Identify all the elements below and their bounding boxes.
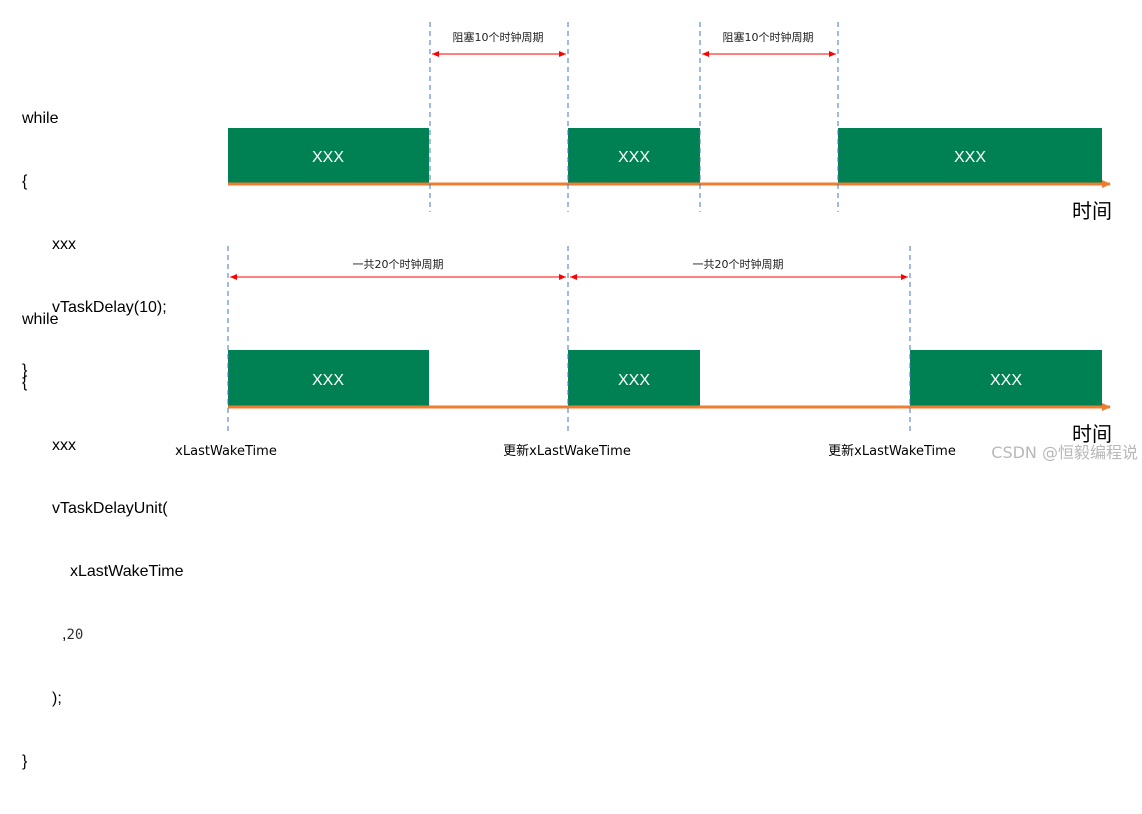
task-block	[910, 350, 1102, 406]
task-block	[228, 350, 429, 406]
task-label: XXX	[618, 149, 650, 166]
code-line: }	[22, 362, 28, 379]
bottom-panel: XXX XXX XXX 一共20个时钟周期 一共20个时钟周期 xLastWak…	[175, 246, 1112, 459]
code-line: ,20	[22, 624, 184, 646]
axis-label: 时间	[1072, 199, 1112, 223]
task-label: XXX	[618, 372, 650, 389]
time-label: xLastWakeTime	[175, 444, 277, 459]
diagram: while { xxx vTaskDelay(10); } while { xx…	[22, 22, 1138, 770]
interval-label: 一共20个时钟周期	[693, 257, 784, 271]
task-block	[568, 350, 700, 406]
interval-label: 阻塞10个时钟周期	[453, 30, 544, 44]
code-line: }	[22, 753, 28, 770]
top-panel: XXX XXX XXX 阻塞10个时钟周期 阻塞10个时钟周期 时间	[228, 22, 1112, 223]
task-label: XXX	[954, 149, 986, 166]
code-line: xxx	[52, 437, 76, 454]
task-label: XXX	[990, 372, 1022, 389]
code-line: xxx	[52, 236, 76, 253]
top-code-block: while { xxx vTaskDelay(10); }	[22, 66, 167, 423]
task-block	[568, 128, 700, 183]
code-line: vTaskDelay(10);	[52, 299, 167, 316]
axis-label: 时间	[1072, 422, 1112, 446]
task-block	[838, 128, 1102, 183]
code-number: 20	[66, 627, 84, 643]
interval-label: 一共20个时钟周期	[353, 257, 444, 271]
time-label: 更新xLastWakeTime	[828, 443, 956, 459]
code-line: {	[22, 374, 28, 391]
code-line: while	[22, 311, 59, 328]
task-label: XXX	[312, 372, 344, 389]
timing-svg: XXX XXX XXX 阻塞10个时钟周期 阻塞10个时钟周期 时间 XXX X	[175, 22, 1138, 462]
code-line: {	[22, 173, 28, 190]
interval-label: 阻塞10个时钟周期	[723, 30, 814, 44]
code-line: xLastWakeTime	[70, 563, 184, 580]
code-line: while	[22, 110, 59, 127]
watermark: CSDN @恒毅编程说	[991, 443, 1138, 462]
task-block	[228, 128, 429, 183]
time-label: 更新xLastWakeTime	[503, 443, 631, 459]
task-label: XXX	[312, 149, 344, 166]
code-line: vTaskDelayUnit(	[52, 500, 168, 517]
code-line: );	[52, 690, 62, 707]
